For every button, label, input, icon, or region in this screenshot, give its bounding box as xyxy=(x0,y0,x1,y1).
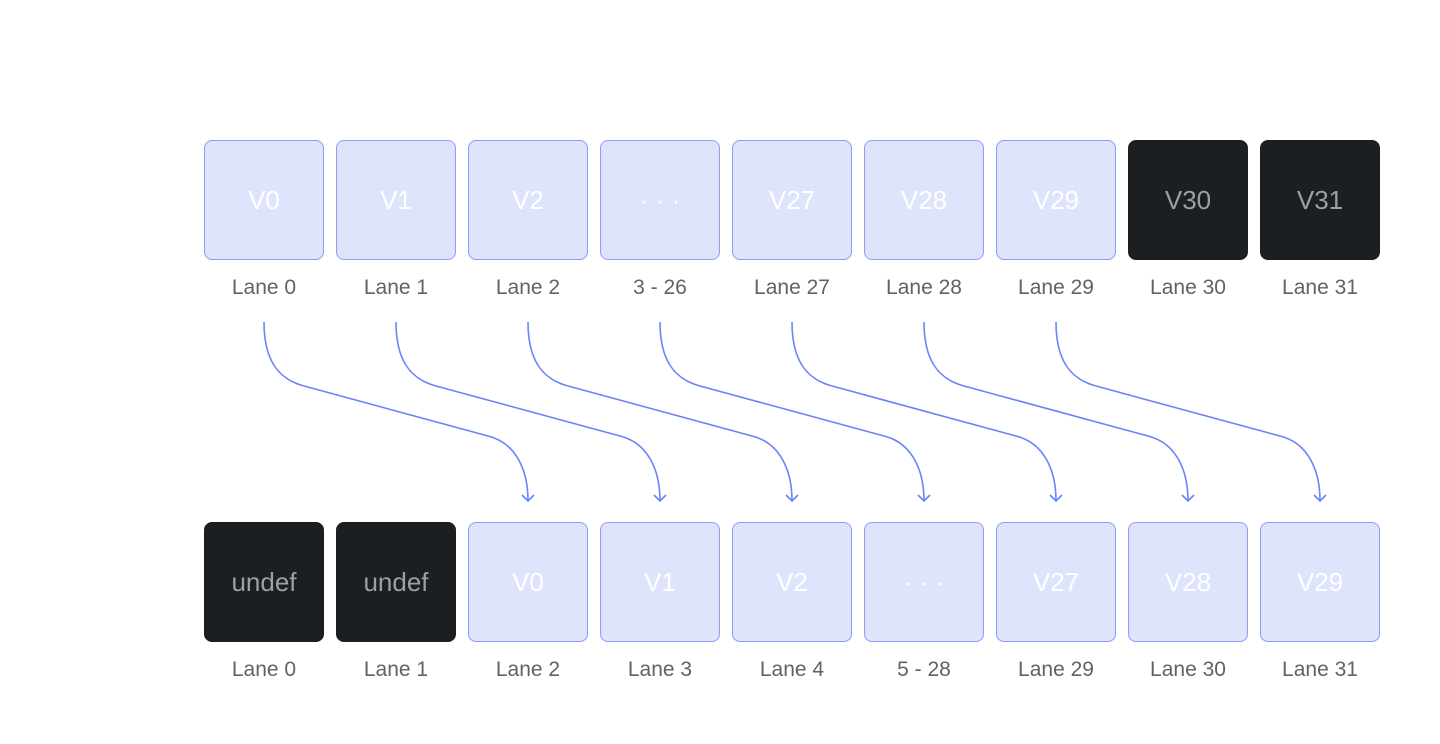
lane-label: Lane 0 xyxy=(231,276,297,299)
top-row-lane-box: V1 xyxy=(336,140,456,260)
shift-arrow xyxy=(659,321,925,502)
lane-label: Lane 1 xyxy=(363,276,429,299)
top-row-lane-box: V27 xyxy=(732,140,852,260)
lane-label: 5 - 28 xyxy=(897,658,951,681)
arrowhead-icon xyxy=(785,494,799,503)
arrowhead-icon xyxy=(917,494,931,503)
lane-label: Lane 30 xyxy=(1150,276,1226,299)
top-row-lane-box: V0 xyxy=(204,140,324,260)
bottom-row-lane-box: · · · xyxy=(864,522,984,642)
bottom-row-lane-box: V2 xyxy=(732,522,852,642)
shift-arrow xyxy=(791,321,1057,502)
arrowhead-icon xyxy=(1313,494,1327,503)
top-row-lane-box: V30 xyxy=(1128,140,1248,260)
top-row-lane-box: V28 xyxy=(864,140,984,260)
top-row-lane-box: · · · xyxy=(600,140,720,260)
arrowhead-icon xyxy=(1049,494,1063,503)
shift-arrow xyxy=(923,321,1189,502)
lane-label: Lane 31 xyxy=(1282,658,1358,681)
shift-arrow xyxy=(263,321,529,502)
bottom-row-lane-box: V28 xyxy=(1128,522,1248,642)
lane-label: Lane 4 xyxy=(759,658,825,681)
lane-label: Lane 31 xyxy=(1282,276,1358,299)
lane-label: Lane 29 xyxy=(1018,276,1094,299)
top-row-lane-box: V31 xyxy=(1260,140,1380,260)
shift-arrow xyxy=(1055,321,1321,502)
shift-arrow xyxy=(527,321,793,502)
bottom-row-lane-box: V0 xyxy=(468,522,588,642)
lane-label: 3 - 26 xyxy=(633,276,687,299)
lane-label: Lane 1 xyxy=(363,658,429,681)
arrowhead-icon xyxy=(521,494,535,503)
lane-label: Lane 2 xyxy=(495,276,561,299)
lane-label: Lane 2 xyxy=(495,658,561,681)
lane-label: Lane 3 xyxy=(627,658,693,681)
lane-label: Lane 0 xyxy=(231,658,297,681)
bottom-row-lane-box: undef xyxy=(336,522,456,642)
lane-label: Lane 27 xyxy=(754,276,830,299)
shift-arrow xyxy=(395,321,661,502)
bottom-row-lane-box: undef xyxy=(204,522,324,642)
arrowhead-icon xyxy=(653,494,667,503)
lane-label: Lane 29 xyxy=(1018,658,1094,681)
arrowhead-icon xyxy=(1181,494,1195,503)
bottom-row-lane-box: V27 xyxy=(996,522,1116,642)
top-row-lane-box: V2 xyxy=(468,140,588,260)
bottom-row-lane-box: V29 xyxy=(1260,522,1380,642)
bottom-row-lane-box: V1 xyxy=(600,522,720,642)
lane-label: Lane 30 xyxy=(1150,658,1226,681)
top-row-lane-box: V29 xyxy=(996,140,1116,260)
lane-label: Lane 28 xyxy=(886,276,962,299)
